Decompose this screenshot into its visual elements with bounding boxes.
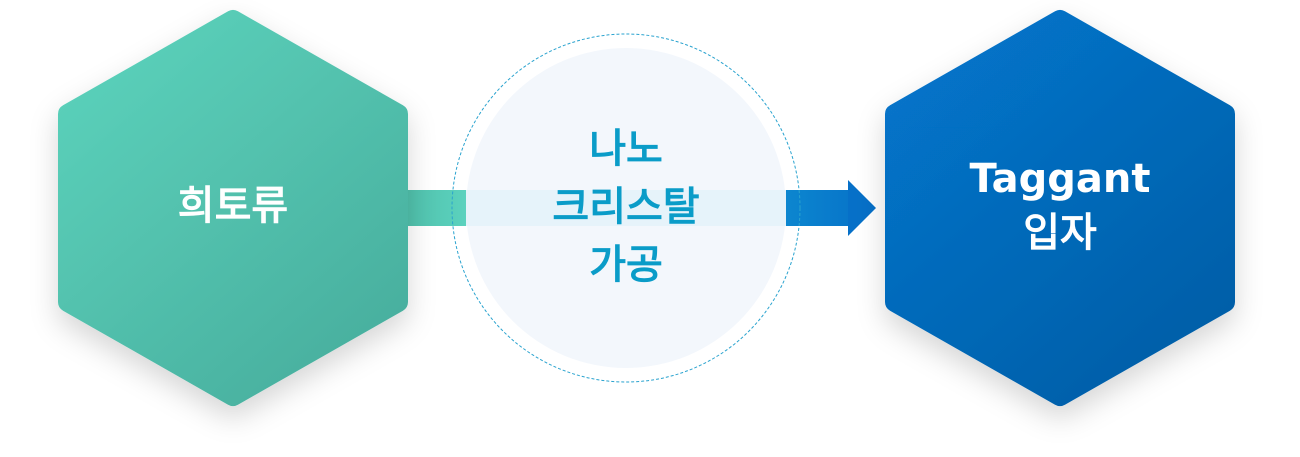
source-label: 희토류: [58, 182, 408, 231]
process-label-line1: 나노: [589, 126, 663, 172]
connector-bar-right: [786, 190, 850, 226]
source-label-text: 희토류: [177, 183, 289, 229]
connector-bar-through: [466, 190, 786, 226]
arrow-head-icon: [848, 180, 876, 236]
process-label-line2: 크리스탈: [552, 184, 700, 230]
result-label-line2: 입자: [1023, 210, 1097, 256]
result-hexagon: [885, 10, 1235, 406]
source-hexagon: [58, 10, 408, 406]
result-label: Taggant 입자: [885, 152, 1235, 260]
result-label-line1: Taggant: [969, 156, 1151, 202]
process-label-line3: 가공: [589, 242, 663, 288]
process-label: 나노 크리스탈 가공: [466, 120, 786, 294]
connector-bar-left: [400, 190, 470, 226]
process-circle-outline: [451, 33, 801, 383]
